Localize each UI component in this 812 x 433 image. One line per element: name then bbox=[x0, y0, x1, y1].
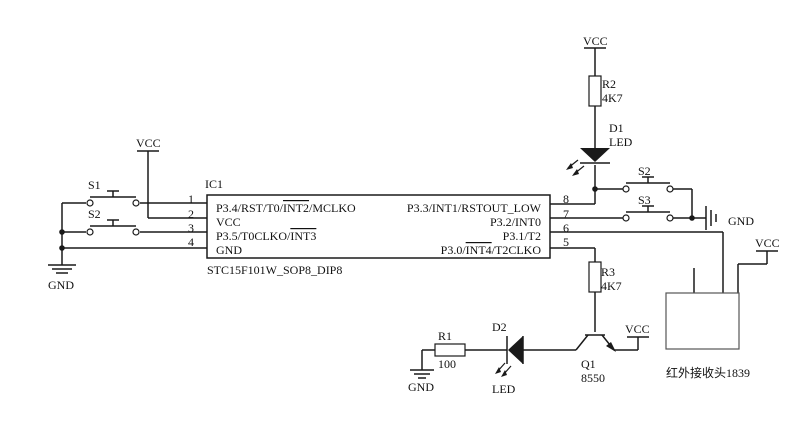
led-d2-icon bbox=[508, 336, 523, 364]
right-wiring: GND bbox=[550, 165, 754, 293]
led-d1-branch: VCC R2 4K7 D1 LED bbox=[566, 34, 633, 176]
ic-pin-num-4: 4 bbox=[188, 235, 194, 249]
d2-ref: D2 bbox=[492, 320, 507, 334]
ic-pin-label-5: P3.0/INT4/T2CLKO bbox=[441, 243, 542, 257]
vcc-q1-label: VCC bbox=[625, 322, 650, 336]
q1-ref: Q1 bbox=[581, 357, 596, 371]
gnd-bottom-label: GND bbox=[408, 380, 434, 394]
switch-s2-right: S2 bbox=[622, 164, 674, 193]
d2-value: LED bbox=[492, 382, 516, 396]
ic-pin-label-7: P3.2/INT0 bbox=[490, 215, 541, 229]
ic-ref: IC1 bbox=[205, 177, 223, 191]
r1-value: 100 bbox=[438, 357, 456, 371]
d1-value: LED bbox=[609, 135, 633, 149]
s1-label: S1 bbox=[88, 178, 101, 192]
led-d1-icon bbox=[580, 148, 610, 162]
ic-pin-num-1: 1 bbox=[188, 192, 194, 206]
r2-value: 4K7 bbox=[602, 91, 623, 105]
ic1: IC1 STC15F101W_SOP8_DIP8 1 2 3 4 P3.4/RS… bbox=[188, 177, 569, 277]
q1-part: 8550 bbox=[581, 371, 605, 385]
vcc-ir-label: VCC bbox=[755, 236, 780, 250]
ic-pin-num-5: 5 bbox=[563, 235, 569, 249]
r1-ref: R1 bbox=[438, 329, 452, 343]
ic-pin-num-6: 6 bbox=[563, 221, 569, 235]
ic-pin-label-3: P3.5/T0CLKO/INT3 bbox=[216, 229, 316, 243]
q1-emitter-arrow bbox=[606, 342, 616, 352]
ic-part: STC15F101W_SOP8_DIP8 bbox=[207, 263, 342, 277]
ir-receiver: VCC 红外接收头1839 bbox=[665, 236, 780, 380]
s2-right-label: S2 bbox=[638, 164, 651, 178]
switch-s2-left: S2 bbox=[86, 207, 140, 236]
ic-pin-label-2: VCC bbox=[216, 215, 241, 229]
s2-left-label: S2 bbox=[88, 207, 101, 221]
ic-pin-num-8: 8 bbox=[563, 192, 569, 206]
ir-receiver-label: 红外接收头1839 bbox=[666, 365, 750, 380]
ic-pin-num-3: 3 bbox=[188, 221, 194, 235]
gnd-right-label: GND bbox=[728, 214, 754, 228]
resistor-r3 bbox=[588, 261, 602, 293]
vcc-top-label: VCC bbox=[583, 34, 608, 48]
ic-pin-label-6: P3.1/T2 bbox=[503, 229, 541, 243]
r3-ref: R3 bbox=[601, 265, 615, 279]
ic-pin-label-1: P3.4/RST/T0/INT2/MCLKO bbox=[216, 201, 356, 215]
switch-s3: S3 bbox=[622, 193, 674, 222]
resistor-r1 bbox=[434, 343, 466, 357]
vcc-left-label: VCC bbox=[136, 136, 161, 150]
ic-pin-num-2: 2 bbox=[188, 207, 194, 221]
r2-ref: R2 bbox=[602, 77, 616, 91]
left-wiring: VCC GND bbox=[48, 136, 207, 292]
ic-pin-num-7: 7 bbox=[563, 207, 569, 221]
gnd-left-label: GND bbox=[48, 278, 74, 292]
switch-s1: S1 bbox=[86, 178, 140, 207]
ic-pin-label-8: P3.3/INT1/RSTOUT_LOW bbox=[407, 201, 542, 215]
d1-ref: D1 bbox=[609, 121, 624, 135]
transistor-branch: R3 4K7 VCC Q1 8550 bbox=[523, 261, 650, 385]
led-d2-branch: D2 LED R1 100 GND bbox=[408, 320, 524, 396]
s3-label: S3 bbox=[638, 193, 651, 207]
ic-pin-label-4: GND bbox=[216, 243, 242, 257]
resistor-r2 bbox=[588, 75, 602, 107]
r3-value: 4K7 bbox=[601, 279, 622, 293]
